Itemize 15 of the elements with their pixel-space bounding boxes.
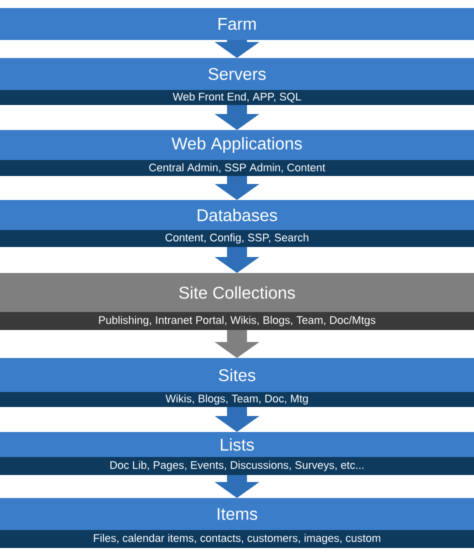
level-band: Items Files, calendar items, contacts, customers, images, custom [0, 498, 474, 548]
level-band: Farm [0, 8, 474, 40]
level-band: Databases Content, Config, SSP, Search [0, 200, 474, 247]
node-label: Files, calendar items, contacts, customers, images, custom [94, 534, 380, 544]
node-label: Central Admin, SSP Admin, Content [149, 163, 326, 173]
node-label: Publishing, Intranet Portal, Wikis, Blogs, Team, Doc/Mtgs [99, 316, 376, 326]
level-band: Site Collections Publishing, Intranet Portal, Wikis, Blogs, Team, Doc/Mtgs [0, 273, 474, 330]
node-label: Web Front End, APP, SQL [172, 92, 301, 103]
node-label: Wikis, Blogs, Team, Doc, Mtg [166, 394, 308, 405]
level-band: Sites Wikis, Blogs, Team, Doc, Mtg [0, 358, 474, 407]
level-band: Web Applications Central Admin, SSP Admin, Content [0, 130, 474, 176]
node-label: Doc Lib, Pages, Events, Discussions, Surveys, etc... [110, 460, 364, 472]
level-band: Lists Doc Lib, Pages, Events, Discussions, Surveys, etc... [0, 432, 474, 475]
node-label: Content, Config, SSP, Search [166, 233, 308, 244]
level-band: Servers Web Front End, APP, SQL [0, 58, 474, 105]
